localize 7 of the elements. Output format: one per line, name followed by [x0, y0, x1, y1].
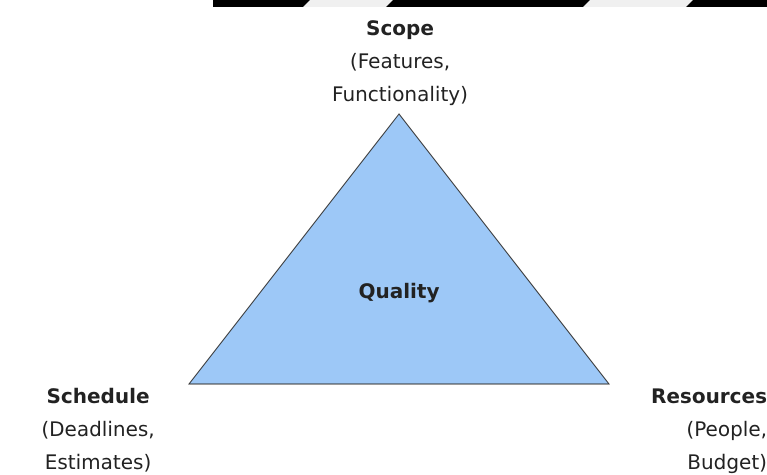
corner-heading: Scope [366, 15, 434, 42]
corner-description: (Features, Functionality) [331, 48, 469, 108]
corner-description: (Deadlines, Estimates) [40, 416, 156, 475]
corner-heading: Resources [650, 383, 767, 410]
corner-description: (People, Budget) [685, 416, 767, 475]
center-label: Quality [358, 279, 440, 304]
corner-heading: Schedule [46, 383, 150, 410]
